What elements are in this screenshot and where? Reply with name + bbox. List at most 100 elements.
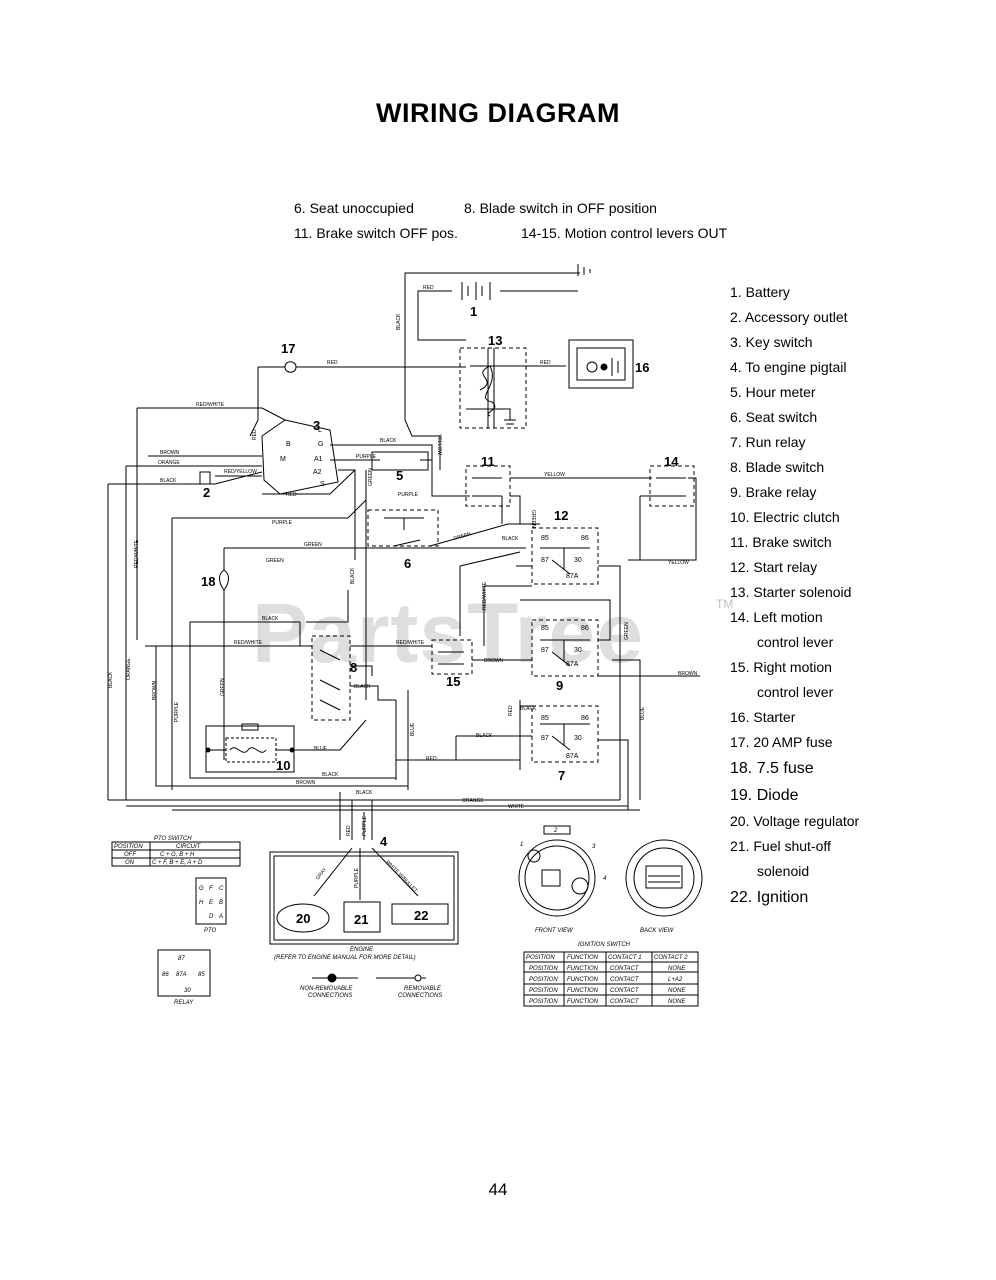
wire-white-bullet <box>371 847 419 897</box>
ign-r1-c1: CONTACT <box>610 966 640 972</box>
label-green-4: GREEN <box>304 542 322 548</box>
legend-item: 22. Ignition <box>730 889 809 906</box>
page-number: 44 <box>488 1180 508 1199</box>
label-red-white-5: RED/WHITE <box>396 640 425 646</box>
pto-pin-e: E <box>209 900 214 906</box>
terminal-g: G <box>318 441 323 448</box>
pto-row-on-circuit: C + F, B + E, A + D <box>152 860 203 866</box>
legend-item: 10. Electric clutch <box>730 509 840 525</box>
legend-item: 13. Starter solenoid <box>730 584 852 600</box>
ign-r3-c1: CONTACT <box>610 988 640 994</box>
label-blue-1: BLUE <box>640 706 646 720</box>
ign-r4-c1: CONTACT <box>610 999 640 1005</box>
ign-r1-pos: POSITION <box>529 966 558 972</box>
terminal-a2: A2 <box>313 469 322 476</box>
component-1: 1 <box>470 304 477 319</box>
legend-item: 6. Seat switch <box>730 409 818 425</box>
ign-r3-c2: NONE <box>668 988 686 994</box>
label-red-white-3: RED/WHITE <box>482 581 488 610</box>
label-black-5: BLACK <box>350 567 356 584</box>
wire-green-seat <box>429 523 540 547</box>
voltage-regulator-shape <box>276 903 330 933</box>
component-16: 16 <box>635 360 649 375</box>
label-red-white-2: RED/WHITE <box>134 539 140 568</box>
pto-pin-c: C <box>219 886 224 892</box>
ign-view-1: 1 <box>520 842 523 848</box>
component-legend: 1. Battery 2. Accessory outlet 3. Key sw… <box>730 280 859 911</box>
relay12-87: 87 <box>541 557 549 564</box>
component-7: 7 <box>558 768 565 783</box>
component-5: 5 <box>396 468 403 483</box>
ign-title: IGNITION SWITCH <box>578 942 631 948</box>
label-black-3: BLACK <box>160 478 177 484</box>
wire-red-battery <box>417 290 466 341</box>
label-red-1: RED <box>423 285 434 291</box>
wire-orange <box>125 465 262 800</box>
label-red-3: RED <box>540 360 551 366</box>
wire-blue <box>294 719 367 751</box>
wire-red-white <box>137 407 286 421</box>
terminal-l: L <box>318 427 322 434</box>
label-purple-1: PURPLE <box>356 454 377 460</box>
relay7-87: 87 <box>541 735 549 742</box>
terminal-b: B <box>286 441 291 448</box>
legend-item: 1. Battery <box>730 284 790 300</box>
pto-title: PTO SWITCH <box>154 836 192 842</box>
relay12-30: 30 <box>574 557 582 564</box>
label-green-2: GREEN <box>530 510 536 528</box>
label-purple-3: PURPLE <box>272 520 293 526</box>
pto-header-circuit: CIRCUIT <box>176 844 202 850</box>
ign-view-2: 2 <box>553 828 558 834</box>
label-black-9: BLACK <box>520 706 537 712</box>
relay12-86: 86 <box>581 535 589 542</box>
label-purple-6: PURPLE <box>354 867 360 888</box>
wire-green <box>223 547 526 570</box>
label-black-1: BLACK <box>396 313 402 330</box>
relay-caption: RELAY <box>174 1000 194 1006</box>
ign-r4-fn: FUNCTION <box>567 999 599 1005</box>
engine-note: (REFER TO ENGINE MANUAL FOR MORE DETAIL) <box>274 955 416 961</box>
label-yellow-1: YELLOW <box>436 434 442 455</box>
component-13: 13 <box>488 333 502 348</box>
label-red-6: RED <box>508 705 514 716</box>
component-22: 22 <box>414 908 428 923</box>
pto-pin-h: H <box>199 900 204 906</box>
legend-item: 5. Hour meter <box>730 384 816 400</box>
label-brown-1: BROWN <box>160 450 180 456</box>
label-green-7: GREEN <box>220 678 226 696</box>
wire-black-center <box>306 590 349 623</box>
label-green-5: GREEN <box>266 558 284 564</box>
label-red-white-1: RED/WHITE <box>196 402 225 408</box>
terminal-m: M <box>280 456 286 463</box>
relay7-30: 30 <box>574 735 582 742</box>
component-8: 8 <box>350 660 357 675</box>
relay7-87a: 87A <box>566 753 579 760</box>
pto-pin-b: B <box>219 900 223 906</box>
ign-view-4: 4 <box>603 876 607 882</box>
ign-h-contact2: CONTACT 2 <box>654 955 688 961</box>
ign-r2-fn: FUNCTION <box>567 977 599 983</box>
wire-black-clutch <box>189 720 396 779</box>
label-black-6: BLACK <box>262 616 279 622</box>
component-12: 12 <box>554 508 568 523</box>
label-orange-3: ORANGE <box>462 798 484 804</box>
ign-r2-c2: L+A2 <box>668 977 683 983</box>
component-18: 18 <box>201 574 215 589</box>
label-green-6: GREEN <box>624 622 630 640</box>
nonremovable-1: NON-REMOVABLE <box>300 986 353 992</box>
ign-view-3: 3 <box>592 844 596 850</box>
label-black-7: BLACK <box>108 671 114 688</box>
wire-gray <box>313 847 353 897</box>
pto-row-off-circuit: C + G, B + H <box>160 852 195 858</box>
removable-2: CONNECTIONS <box>398 993 442 999</box>
relay12-85: 85 <box>541 535 549 542</box>
label-brown-5: BROWN <box>296 780 316 786</box>
condition-blade: 8. Blade switch in OFF position <box>464 200 657 216</box>
component-3: 3 <box>313 418 320 433</box>
ign-h-contact1: CONTACT 1 <box>608 955 642 961</box>
label-purple-4: PURPLE <box>174 701 180 722</box>
label-black-12: BLACK <box>356 790 373 796</box>
wire-purple <box>172 499 367 519</box>
engine-caption: ENGINE <box>350 947 374 953</box>
condition-motion: 14-15. Motion control levers OUT <box>521 225 728 241</box>
